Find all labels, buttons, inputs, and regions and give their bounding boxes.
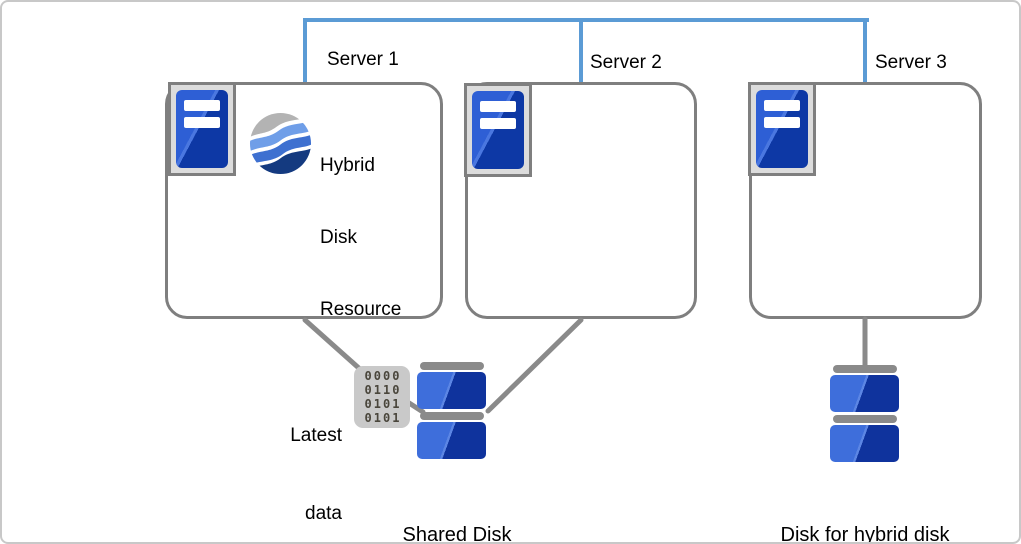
hybrid-disk-resource-logo-icon: [249, 112, 312, 175]
network-drop-server-3: [863, 20, 867, 83]
network-line-horizontal: [303, 18, 869, 22]
hybrid-disk-resource-label: Hybrid Disk Resource: [320, 155, 402, 320]
binary-data-icon: 0000 0110 0101 0101: [354, 366, 410, 428]
shared-disk-icon: [417, 362, 486, 462]
server-1-label: Server 1: [327, 49, 399, 70]
hybrid-disk-icon: [830, 365, 899, 465]
server-3-icon: [748, 82, 816, 176]
network-drop-server-1: [303, 20, 307, 83]
server-tower-icon: [472, 91, 524, 169]
server-tower-icon: [176, 90, 228, 168]
server-tower-icon: [756, 90, 808, 168]
shared-disk-caption: Shared Disk for hybrid disk resource: [402, 524, 512, 544]
server-1-box: [165, 82, 443, 319]
latest-data-label: Latest data: [290, 425, 342, 524]
wire-server2-to-shared-disk: [485, 317, 584, 414]
server-2-label: Server 2: [590, 52, 662, 73]
hybrid-disk-caption: Disk for hybrid disk resource: [780, 524, 950, 544]
server-1-icon: [168, 82, 236, 176]
server-3-label: Server 3: [875, 52, 947, 73]
wire-server1-to-shared-disk: [302, 317, 364, 373]
network-drop-server-2: [579, 20, 583, 83]
server-2-icon: [464, 83, 532, 177]
